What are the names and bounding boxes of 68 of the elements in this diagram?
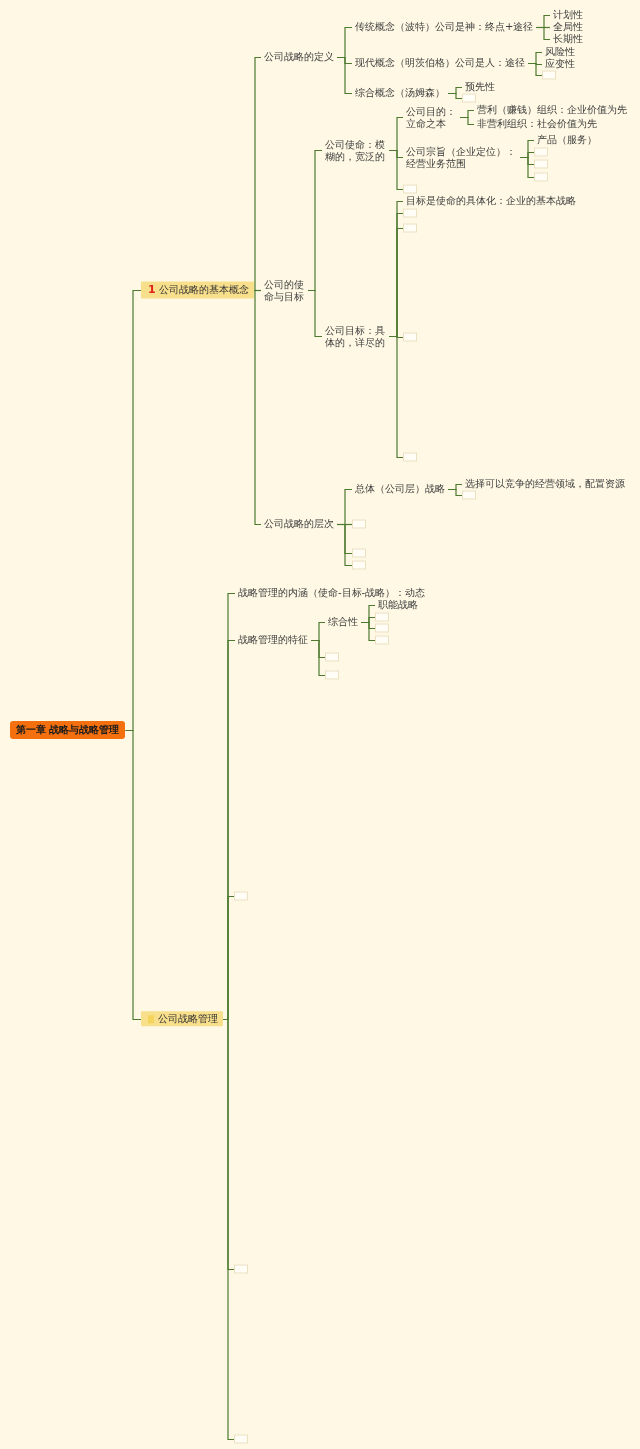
- subtopic-label: 战略管理的特征: [235, 634, 311, 646]
- topic-label: 公司战略的基本概念: [158, 284, 249, 296]
- subtopic-label: 公司战略的定义: [261, 51, 337, 63]
- blank-box: [234, 891, 248, 901]
- blank-box: [403, 208, 417, 218]
- branch-line: [360, 621, 376, 642]
- blank-box: [375, 635, 389, 645]
- subtopic-label: 目标是使命的具体化：企业的基本战略: [403, 195, 579, 207]
- subtopic-label: 公司宗旨（企业定位）：经营业务范围: [403, 145, 520, 169]
- branch-line: [310, 639, 326, 677]
- priority-number: 1: [148, 283, 156, 297]
- blank-box: [534, 147, 548, 157]
- blank-box: [352, 519, 366, 529]
- subtopic-label: 公司的使命与目标: [261, 278, 308, 302]
- branch-line: [535, 26, 551, 41]
- branch-line: [336, 523, 353, 567]
- branch-line: [336, 56, 353, 95]
- topic-label: 公司战略管理: [158, 1013, 218, 1025]
- subtopic-label: 公司目的：立命之本: [403, 105, 460, 129]
- branch-line: [519, 156, 535, 179]
- blank-box: [352, 560, 366, 570]
- subtopic-label: 计划性: [550, 9, 586, 21]
- blank-box: [325, 652, 339, 662]
- subtopic-label: 综合性: [325, 616, 361, 628]
- subtopic-label: 风险性: [542, 46, 578, 58]
- blank-box: [534, 159, 548, 169]
- branch-line: [253, 289, 262, 526]
- subtopic-label: 公司使命：模糊的，宽泛的: [322, 138, 389, 162]
- subtopic-label: 全局性: [550, 21, 586, 33]
- blank-box: [352, 548, 366, 558]
- subtopic-label: 选择可以竞争的经营领域，配置资源: [462, 478, 628, 490]
- subtopic-label: 公司战略的层次: [261, 518, 337, 530]
- blank-box: [403, 184, 417, 194]
- blank-box: [375, 612, 389, 622]
- subtopic-label: 应变性: [542, 58, 578, 70]
- subtopic-label: 长期性: [550, 33, 586, 45]
- branch-line: [307, 289, 323, 338]
- blank-box: [403, 223, 417, 233]
- blank-box: [375, 623, 389, 633]
- subtopic-label: 现代概念（明茨伯格）公司是人：途径: [352, 57, 528, 69]
- branch-line: [447, 488, 463, 497]
- subtopic-label: 预先性: [462, 81, 498, 93]
- blank-box: [403, 452, 417, 462]
- subtopic-label: 战略管理的内涵（使命-目标-战略）：动态: [235, 587, 429, 599]
- blank-box: [234, 1264, 248, 1274]
- blank-box: [534, 172, 548, 182]
- subtopic-label: 产品（服务）: [534, 134, 600, 146]
- blank-box: [325, 670, 339, 680]
- central-topic: 第一章 战略与战略管理: [10, 721, 126, 739]
- blank-box: [462, 490, 476, 500]
- subtopic-label: 营利（赚钱）组织：企业价值为先: [474, 104, 630, 116]
- subtopic-label: 非营利组织：社会价值为先: [474, 118, 600, 130]
- branch-line: [459, 116, 475, 126]
- blank-box: [542, 70, 556, 80]
- blank-box: [462, 93, 476, 103]
- branch-line: [388, 149, 404, 191]
- main-topic: [141, 1011, 223, 1027]
- subtopic-label: 职能战略: [375, 599, 421, 611]
- branch-line: [253, 56, 262, 292]
- subtopic-label: 综合概念（汤姆森）: [352, 87, 448, 99]
- subtopic-label: 传统概念（波特）公司是神：终点+途径: [352, 21, 537, 33]
- blank-box: [403, 332, 417, 342]
- branch-line: [447, 92, 463, 100]
- branch-line: [527, 62, 543, 77]
- subtopic-label: 公司目标：具体的，详尽的: [322, 324, 389, 348]
- subtopic-label: 总体（公司层）战略: [352, 483, 448, 495]
- main-topic: [141, 281, 254, 299]
- blank-box: [234, 1434, 248, 1444]
